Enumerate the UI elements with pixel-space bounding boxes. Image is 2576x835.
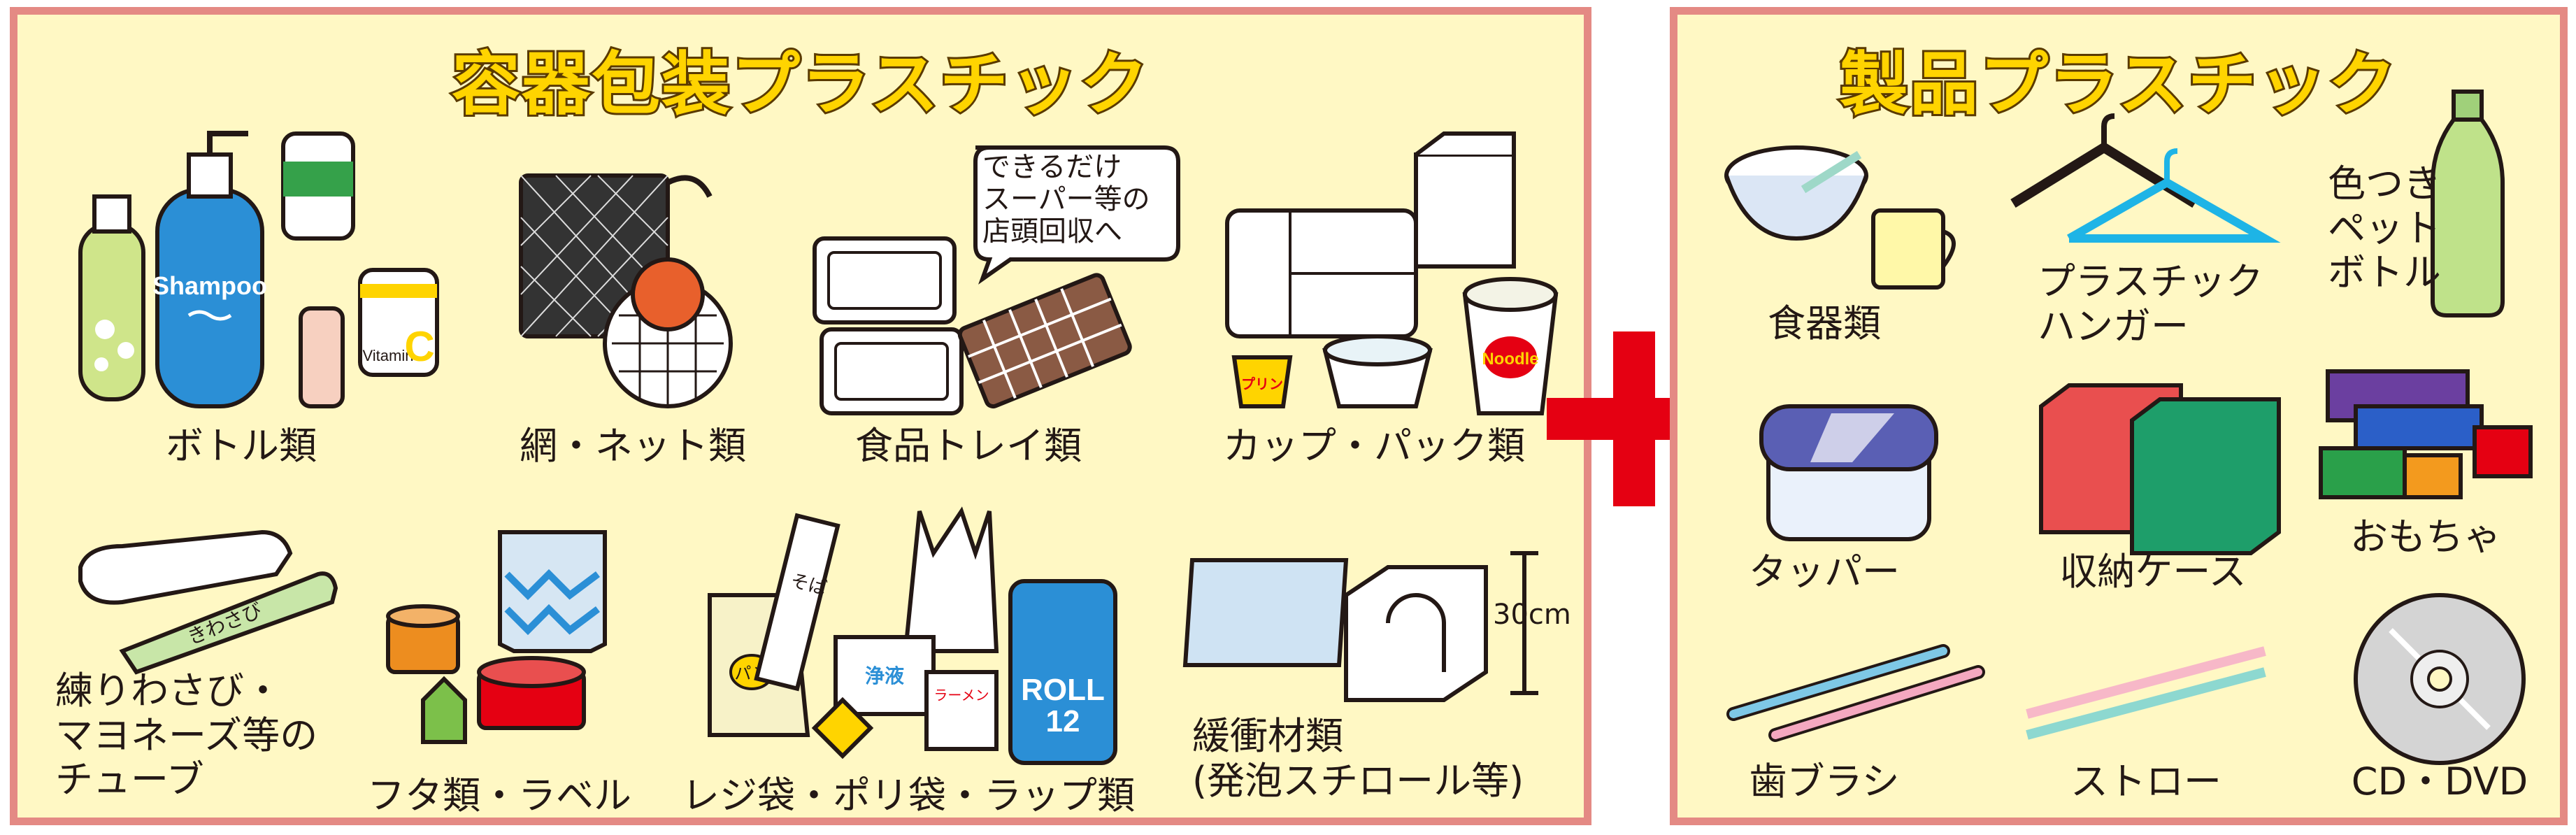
nets-label: 網・ネット類	[520, 424, 746, 468]
trays-label: 食品トレイ類	[855, 424, 1082, 468]
cups-label: カップ・パック類	[1223, 424, 1525, 468]
noodle-text: Noodle	[1482, 350, 1538, 369]
cd-dvd-label: CD・DVD	[2351, 759, 2528, 804]
cd-dvd-illustration	[2354, 593, 2526, 765]
food-tray-illustration	[813, 236, 1132, 415]
tupperware-illustration	[1759, 404, 1938, 541]
pet-bottle-label: 色つき ペット ボトル	[2328, 162, 2441, 295]
straw-label: ストロー	[2070, 759, 2221, 804]
cushion-label: 緩衝材類 (発泡スチロール等)	[1192, 714, 1524, 803]
net-illustration	[519, 173, 733, 408]
bottles-illustration: Shampoo Vitamin C	[78, 131, 439, 408]
speech-bubble-text: できるだけ スーパー等の 店頭回収へ	[982, 151, 1150, 248]
tupperware-label: タッパー	[1749, 550, 1900, 594]
dishes-illustration	[1724, 145, 1956, 290]
jyoso-text: 浄液	[865, 664, 904, 687]
hanger-label: プラスチック ハンガー	[2038, 259, 2263, 348]
colored-pet-bottle-illustration	[2431, 90, 2505, 317]
container-packaging-title: 容器包装プラスチック	[450, 43, 1150, 127]
product-plastic-panel: 製品プラスチック 食器類 プラスチック ハンガー 色つき ペット ボトル	[1670, 7, 2568, 825]
ramen-text: ラーメン	[933, 687, 989, 704]
product-plastic-title: 製品プラスチック	[1838, 43, 2398, 127]
toothbrush-label: 歯ブラシ	[1749, 759, 1900, 804]
straw-illustration	[2026, 646, 2266, 740]
bags-illustration: パン そば 浄液 ラーメン ROLL 12	[708, 506, 1117, 765]
dishes-label: 食器類	[1768, 301, 1881, 345]
cushion-illustration	[1182, 551, 1538, 702]
storage-case-label: 収納ケース	[2059, 550, 2247, 594]
dimension-label: 30cm	[1493, 599, 1571, 631]
roll-text: ROLL	[1021, 673, 1105, 707]
tubes-illustration: きわさび	[78, 529, 338, 675]
hanger-illustration	[2010, 113, 2281, 243]
toys-label: おもちゃ	[2350, 515, 2501, 559]
lids-illustration	[386, 530, 607, 744]
cups-illustration: Noodle プリン	[1225, 131, 1559, 415]
toys-illustration	[2319, 369, 2533, 499]
vitamin-text: Vitamin	[363, 347, 414, 364]
roll-number-text: 12	[1046, 704, 1080, 738]
bottles-label: ボトル類	[166, 424, 317, 468]
toothbrush-illustration	[1726, 644, 1985, 742]
pudding-text: プリン	[1241, 376, 1283, 392]
container-packaging-panel: 容器包装プラスチック Shampoo Vitamin C ボトル類	[10, 7, 1591, 825]
bags-label: レジ袋・ポリ袋・ラップ類	[682, 773, 1135, 818]
vitamin-letter: C	[404, 323, 434, 370]
lids-label: フタ類・ラベル	[367, 773, 631, 818]
tubes-label: 練りわさび・ マヨネーズ等の チューブ	[55, 669, 318, 802]
speech-bubble-shape	[973, 145, 1180, 285]
shampoo-text: Shampoo	[152, 271, 267, 300]
storage-case-illustration	[2039, 383, 2281, 555]
